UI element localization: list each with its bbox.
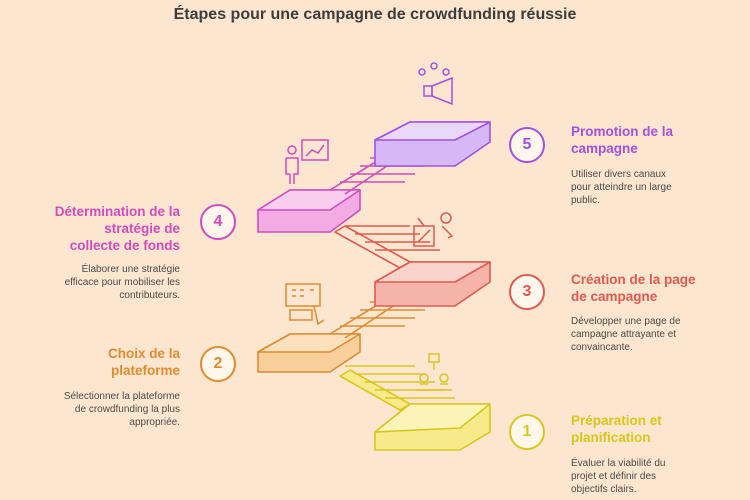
payment-touch-icon bbox=[285, 283, 325, 326]
step-1-number: 1 bbox=[509, 414, 545, 450]
step-4-title: Détermination de la stratégie de collect… bbox=[54, 204, 180, 253]
step-5-description: Utiliser divers canaux pour atteindre un… bbox=[571, 169, 672, 206]
step-2-number: 2 bbox=[200, 346, 236, 382]
landing-5 bbox=[374, 121, 491, 167]
page-title: Étapes pour une campagne de crowdfunding… bbox=[173, 6, 577, 23]
step-3-number: 3 bbox=[509, 274, 545, 310]
landing-2 bbox=[257, 293, 435, 373]
step-5-number: 5 bbox=[509, 127, 545, 163]
step-3-title: Création de la page de campagne bbox=[571, 272, 696, 304]
megaphone-icon bbox=[418, 62, 453, 106]
step-1-title: Préparation et planification bbox=[571, 413, 662, 445]
step-2-description: Sélectionner la plateforme de crowdfundi… bbox=[63, 391, 180, 428]
step-5-title: Promotion de la campagne bbox=[571, 124, 674, 156]
landing-1 bbox=[339, 365, 491, 451]
step-4-description: Élaborer une stratégie efficace pour mob… bbox=[64, 264, 180, 301]
design-board-icon bbox=[413, 212, 454, 247]
presentation-icon bbox=[285, 139, 329, 184]
step-3-description: Développer une page de campagne attrayan… bbox=[571, 316, 681, 353]
step-4-number: 4 bbox=[200, 204, 236, 240]
landing-3 bbox=[334, 225, 491, 307]
team-meeting-icon bbox=[416, 353, 452, 391]
step-1-description: Évaluer la viabilité du projet et défini… bbox=[571, 458, 666, 495]
step-2-title: Choix de la plateforme bbox=[107, 346, 180, 378]
